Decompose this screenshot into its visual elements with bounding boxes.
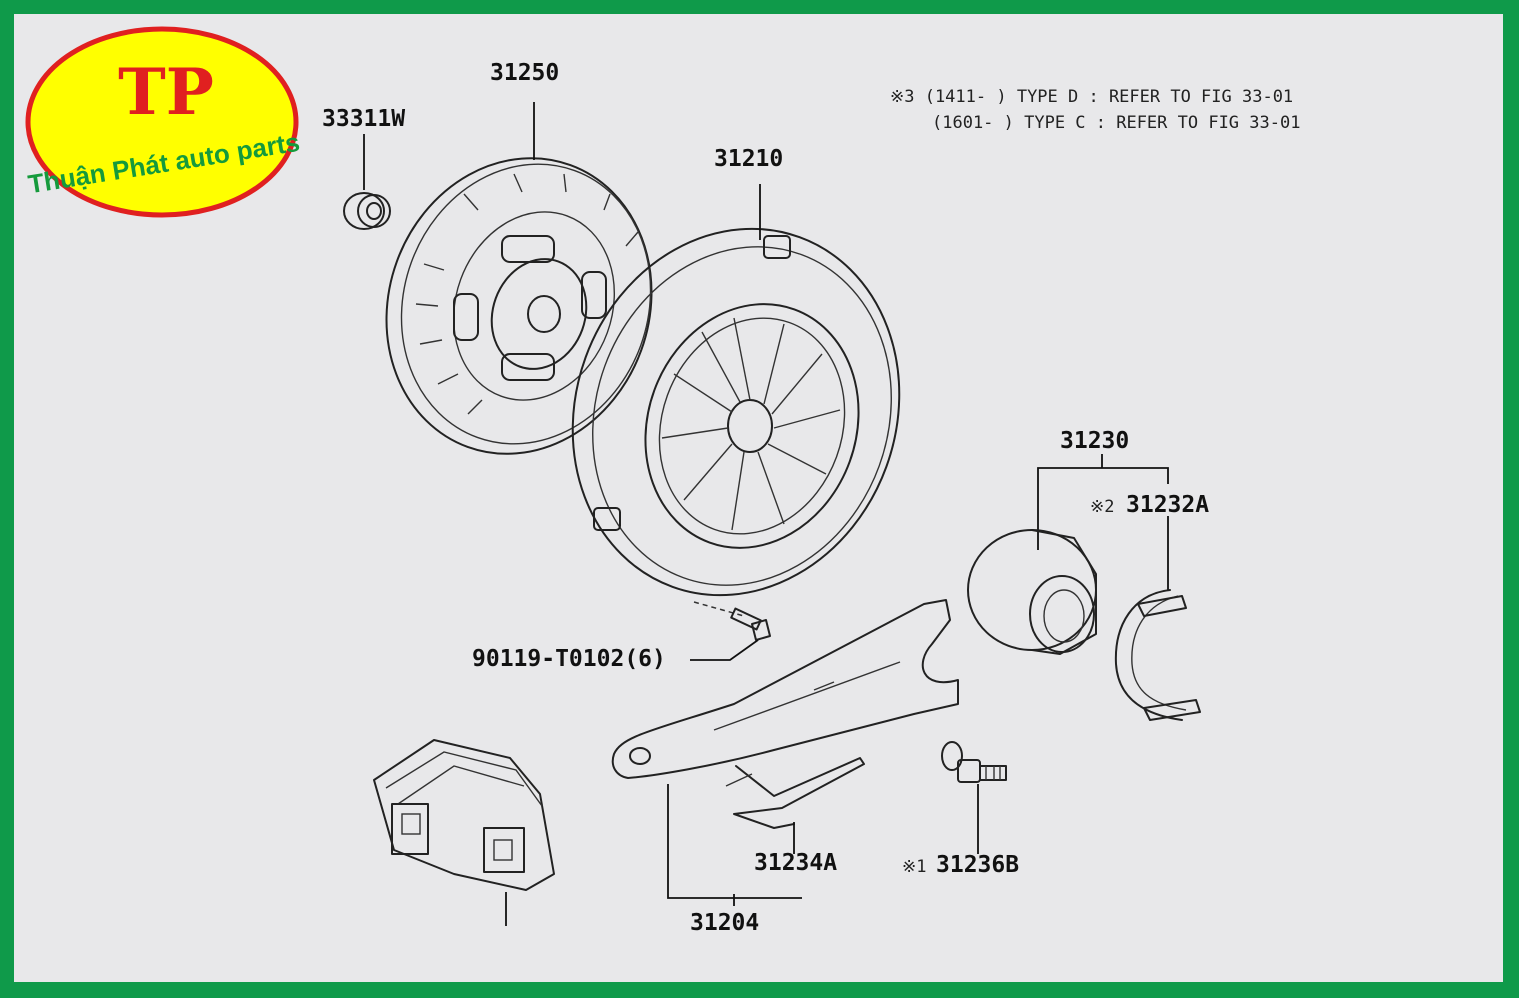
pilot-bearing-part: [343, 192, 391, 230]
release-bearing-part: [967, 529, 1097, 655]
label-31204: 31204: [690, 910, 759, 936]
note-type-c: (1601- ) TYPE C : REFER TO FIG 33-01: [932, 113, 1300, 133]
clutch-cover-part: [571, 227, 901, 597]
brand-logo: TP Thuận Phát auto parts: [25, 26, 302, 218]
label-31232A-prefix: ※2: [1090, 497, 1114, 517]
logo-initials: TP: [118, 55, 214, 130]
pivot-bolt-part: [941, 741, 1007, 783]
clutch-disc-part: [385, 157, 653, 455]
label-31232A: 31232A: [1126, 492, 1209, 518]
release-fork-part: [611, 599, 959, 779]
label-90119-T0102: 90119-T0102(6): [472, 646, 666, 672]
label-31210: 31210: [714, 146, 783, 172]
label-31234A: 31234A: [754, 850, 837, 876]
clutch-parts-diagram: TP Thuận Phát auto parts ※3 (1411- ) TYP…: [25, 26, 1300, 936]
diagram-frame: TP Thuận Phát auto parts ※3 (1411- ) TYP…: [14, 14, 1503, 982]
note-type-d: ※3 (1411- ) TYPE D : REFER TO FIG 33-01: [890, 87, 1293, 107]
release-clip-part: [1114, 589, 1201, 721]
label-31230: 31230: [1060, 428, 1129, 454]
logo-oval: [25, 26, 299, 218]
label-31250: 31250: [490, 60, 559, 86]
dust-boot-part: [373, 739, 555, 891]
label-31236B: 31236B: [936, 852, 1019, 878]
bolt-part: [693, 601, 771, 641]
fork-spring-part: [725, 757, 865, 829]
label-31236B-prefix: ※1: [902, 857, 926, 877]
label-33311W: 33311W: [322, 106, 405, 132]
